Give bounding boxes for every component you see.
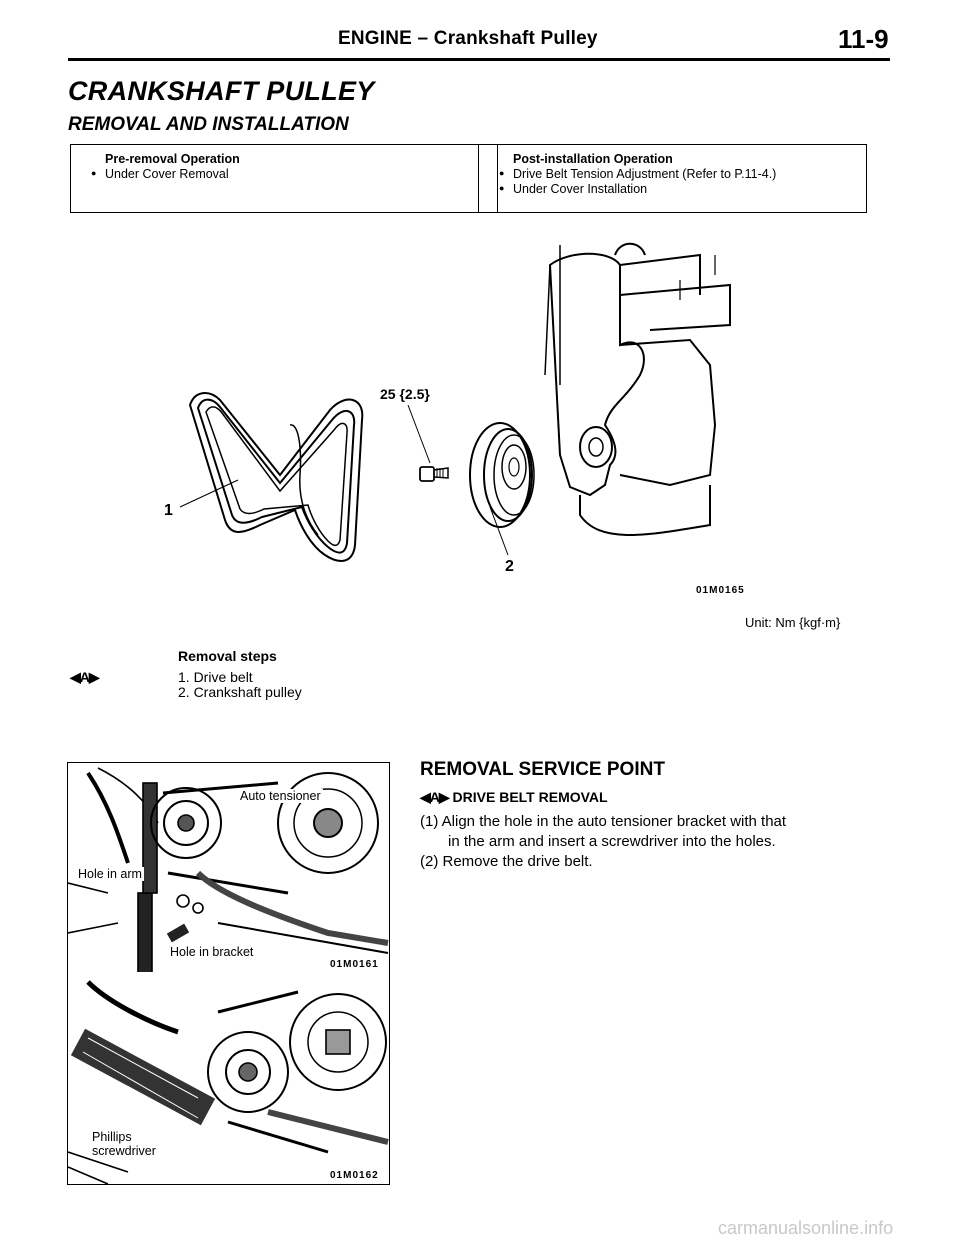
removal-steps-heading: Removal steps — [178, 648, 277, 664]
pre-removal-title: Pre-removal Operation — [105, 152, 240, 166]
header-title: ENGINE – Crankshaft Pulley — [338, 28, 598, 50]
service-step-2: (2) Remove the drive belt. — [420, 853, 593, 870]
tensioner-illustration — [68, 767, 389, 973]
header-dash: – — [417, 28, 429, 49]
label-2-leader — [489, 506, 509, 556]
header-section: ENGINE — [338, 28, 413, 49]
engine-block — [544, 242, 731, 536]
unit-note: Unit: Nm {kgf·m} — [745, 615, 841, 630]
label-1-leader — [179, 479, 239, 508]
crankshaft-pulley — [469, 422, 535, 528]
torque-leader — [407, 404, 431, 464]
removal-step: 2. Crankshaft pulley — [178, 684, 302, 700]
watermark: carmanualsonline.info — [718, 1218, 894, 1238]
label-1: 1 — [164, 502, 173, 519]
screwdriver-label-line1: Phillips — [90, 1130, 134, 1144]
screwdriver-label-line2: screwdriver — [90, 1144, 158, 1158]
service-subheading-text: DRIVE BELT REMOVAL — [452, 789, 608, 805]
service-point-marker: ◀A▶ — [420, 789, 450, 805]
label-2: 2 — [505, 558, 514, 575]
page-subtitle: REMOVAL AND INSTALLATION — [68, 114, 349, 135]
pre-removal-box: Pre-removal Operation Under Cover Remova… — [70, 144, 498, 213]
drive-belt-inner — [196, 398, 356, 554]
torque-value: 25 {2.5} — [380, 386, 430, 402]
service-subheading: ◀A▶ DRIVE BELT REMOVAL — [420, 789, 608, 806]
page-number: 11-9 — [838, 24, 889, 54]
crankshaft-diagram: 25 {2.5} 1 2 01M0165 — [164, 242, 745, 596]
post-installation-title: Post-installation Operation — [513, 152, 673, 166]
pre-removal-item: Under Cover Removal — [91, 166, 497, 182]
hole-in-bracket-label: Hole in bracket — [168, 945, 256, 959]
drive-belt-outer — [188, 392, 364, 562]
service-step-1-cont: in the arm and insert a screwdriver into… — [448, 833, 776, 850]
hole-in-arm-label: Hole in arm — [76, 867, 144, 881]
auto-tensioner-label: Auto tensioner — [238, 789, 323, 803]
photo-auto-tensioner: Auto tensioner Hole in arm Hole in brack… — [67, 762, 390, 974]
removal-steps-list: 1. Drive belt 2. Crankshaft pulley — [178, 670, 302, 700]
screwdriver-illustration — [68, 980, 389, 1184]
post-installation-box: Post-installation Operation Drive Belt T… — [478, 144, 867, 213]
header-rule — [68, 58, 890, 61]
page-title: CRANKSHAFT PULLEY — [68, 76, 375, 106]
diagram-code: 01M0165 — [696, 585, 745, 596]
photo-screwdriver: Phillips screwdriver 01M0162 — [67, 972, 390, 1185]
removal-step: 1. Drive belt — [178, 669, 253, 685]
service-point-a-marker: ◀A▶ — [70, 669, 100, 685]
post-installation-item: Drive Belt Tension Adjustment (Refer to … — [499, 166, 866, 182]
post-installation-item: Under Cover Installation — [499, 181, 866, 197]
service-step-1: (1) Align the hole in the auto tensioner… — [420, 813, 787, 830]
bolt-icon — [419, 466, 449, 482]
header-subsection: Crankshaft Pulley — [433, 28, 598, 49]
photo2-code: 01M0162 — [330, 1170, 379, 1181]
photo1-code: 01M0161 — [330, 959, 379, 970]
service-point-heading: REMOVAL SERVICE POINT — [420, 759, 665, 780]
service-instructions: (1) Align the hole in the auto tensioner… — [420, 812, 890, 872]
